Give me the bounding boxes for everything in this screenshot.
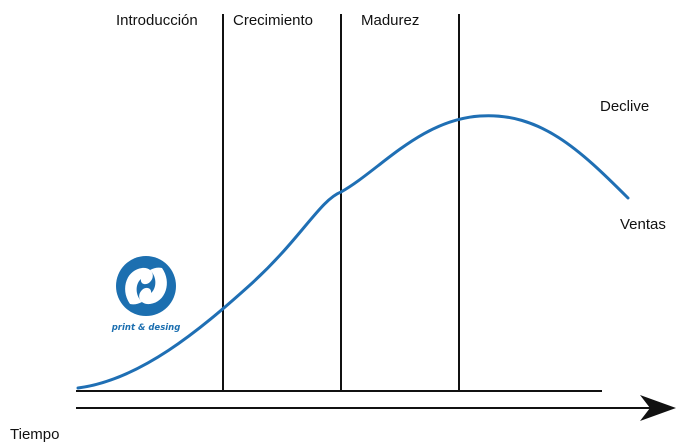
- time-axis-arrowhead: [640, 395, 676, 421]
- stage-label-crecimiento: Crecimiento: [233, 12, 314, 29]
- swirl-logo-icon: [116, 256, 176, 316]
- sales-curve: [76, 114, 630, 390]
- stage-label-declive: Declive: [600, 98, 650, 115]
- axis-label-tiempo: Tiempo: [10, 426, 60, 443]
- print-desing-logo: print & desing: [106, 250, 186, 346]
- logo-text: print & desing: [111, 323, 181, 333]
- curve-label-ventas: Ventas: [620, 216, 666, 233]
- stage-label-madurez: Madurez: [361, 12, 420, 29]
- stage-label-introduccion: Introducción: [116, 12, 198, 29]
